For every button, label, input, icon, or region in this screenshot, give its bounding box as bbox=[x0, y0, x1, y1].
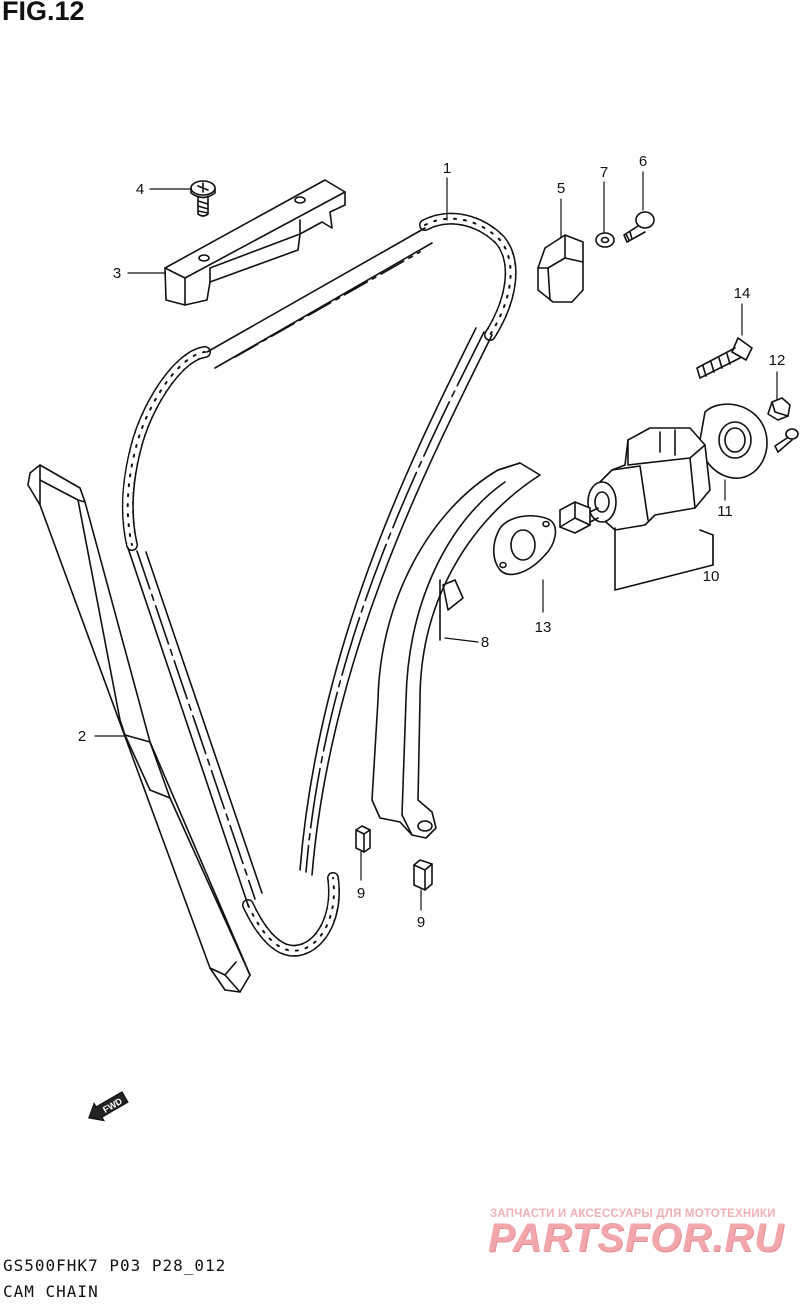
part-2-chain-guide-long bbox=[27, 464, 251, 993]
callout-6: 6 bbox=[639, 153, 647, 170]
part-11-gasket bbox=[699, 403, 768, 479]
callout-13: 13 bbox=[535, 619, 552, 636]
part-7-washer bbox=[595, 232, 615, 248]
figure-title: FIG.12 bbox=[2, 0, 85, 26]
callout-2: 2 bbox=[78, 728, 86, 745]
part-9-damper-b bbox=[413, 859, 433, 891]
callout-14: 14 bbox=[734, 285, 751, 302]
part-10-tensioner-assembly bbox=[559, 427, 714, 591]
callout-4: 4 bbox=[136, 181, 144, 198]
callout-9b: 9 bbox=[417, 914, 425, 931]
model-code: GS500FHK7 P03 P28_012 bbox=[3, 1256, 227, 1275]
callout-10: 10 bbox=[703, 568, 720, 585]
part-6-bolt bbox=[623, 211, 655, 243]
leader-lines bbox=[94, 171, 778, 911]
part-3-chain-guide-top bbox=[164, 179, 346, 306]
callout-1: 1 bbox=[443, 160, 451, 177]
callout-11: 11 bbox=[717, 503, 733, 520]
watermark-logo: PARTSFOR.RU bbox=[488, 1216, 785, 1260]
part-5-guide-block bbox=[537, 234, 584, 303]
section-name: CAM CHAIN bbox=[3, 1282, 99, 1301]
part-1-cam-chain bbox=[121, 212, 517, 957]
part-12-cap-bolt bbox=[767, 397, 791, 421]
callout-5: 5 bbox=[557, 180, 565, 197]
part-9-damper-a bbox=[355, 825, 371, 853]
part-14-long-bolt bbox=[696, 337, 753, 379]
tensioner-small-bolt bbox=[774, 428, 799, 453]
callout-3: 3 bbox=[113, 265, 121, 282]
callout-8: 8 bbox=[481, 634, 489, 651]
part-13-tensioner-gasket bbox=[492, 514, 557, 576]
part-8-tensioner-guide bbox=[371, 462, 541, 839]
forward-arrow-icon: FWD bbox=[88, 1091, 129, 1122]
callout-9a: 9 bbox=[357, 885, 365, 902]
callout-7: 7 bbox=[600, 164, 608, 181]
callout-12: 12 bbox=[769, 352, 786, 369]
watermark-tagline: ЗАПЧАСТИ И АКСЕССУАРЫ ДЛЯ МОТОТЕХНИКИ bbox=[490, 1208, 776, 1220]
part-4-screw bbox=[190, 180, 216, 217]
